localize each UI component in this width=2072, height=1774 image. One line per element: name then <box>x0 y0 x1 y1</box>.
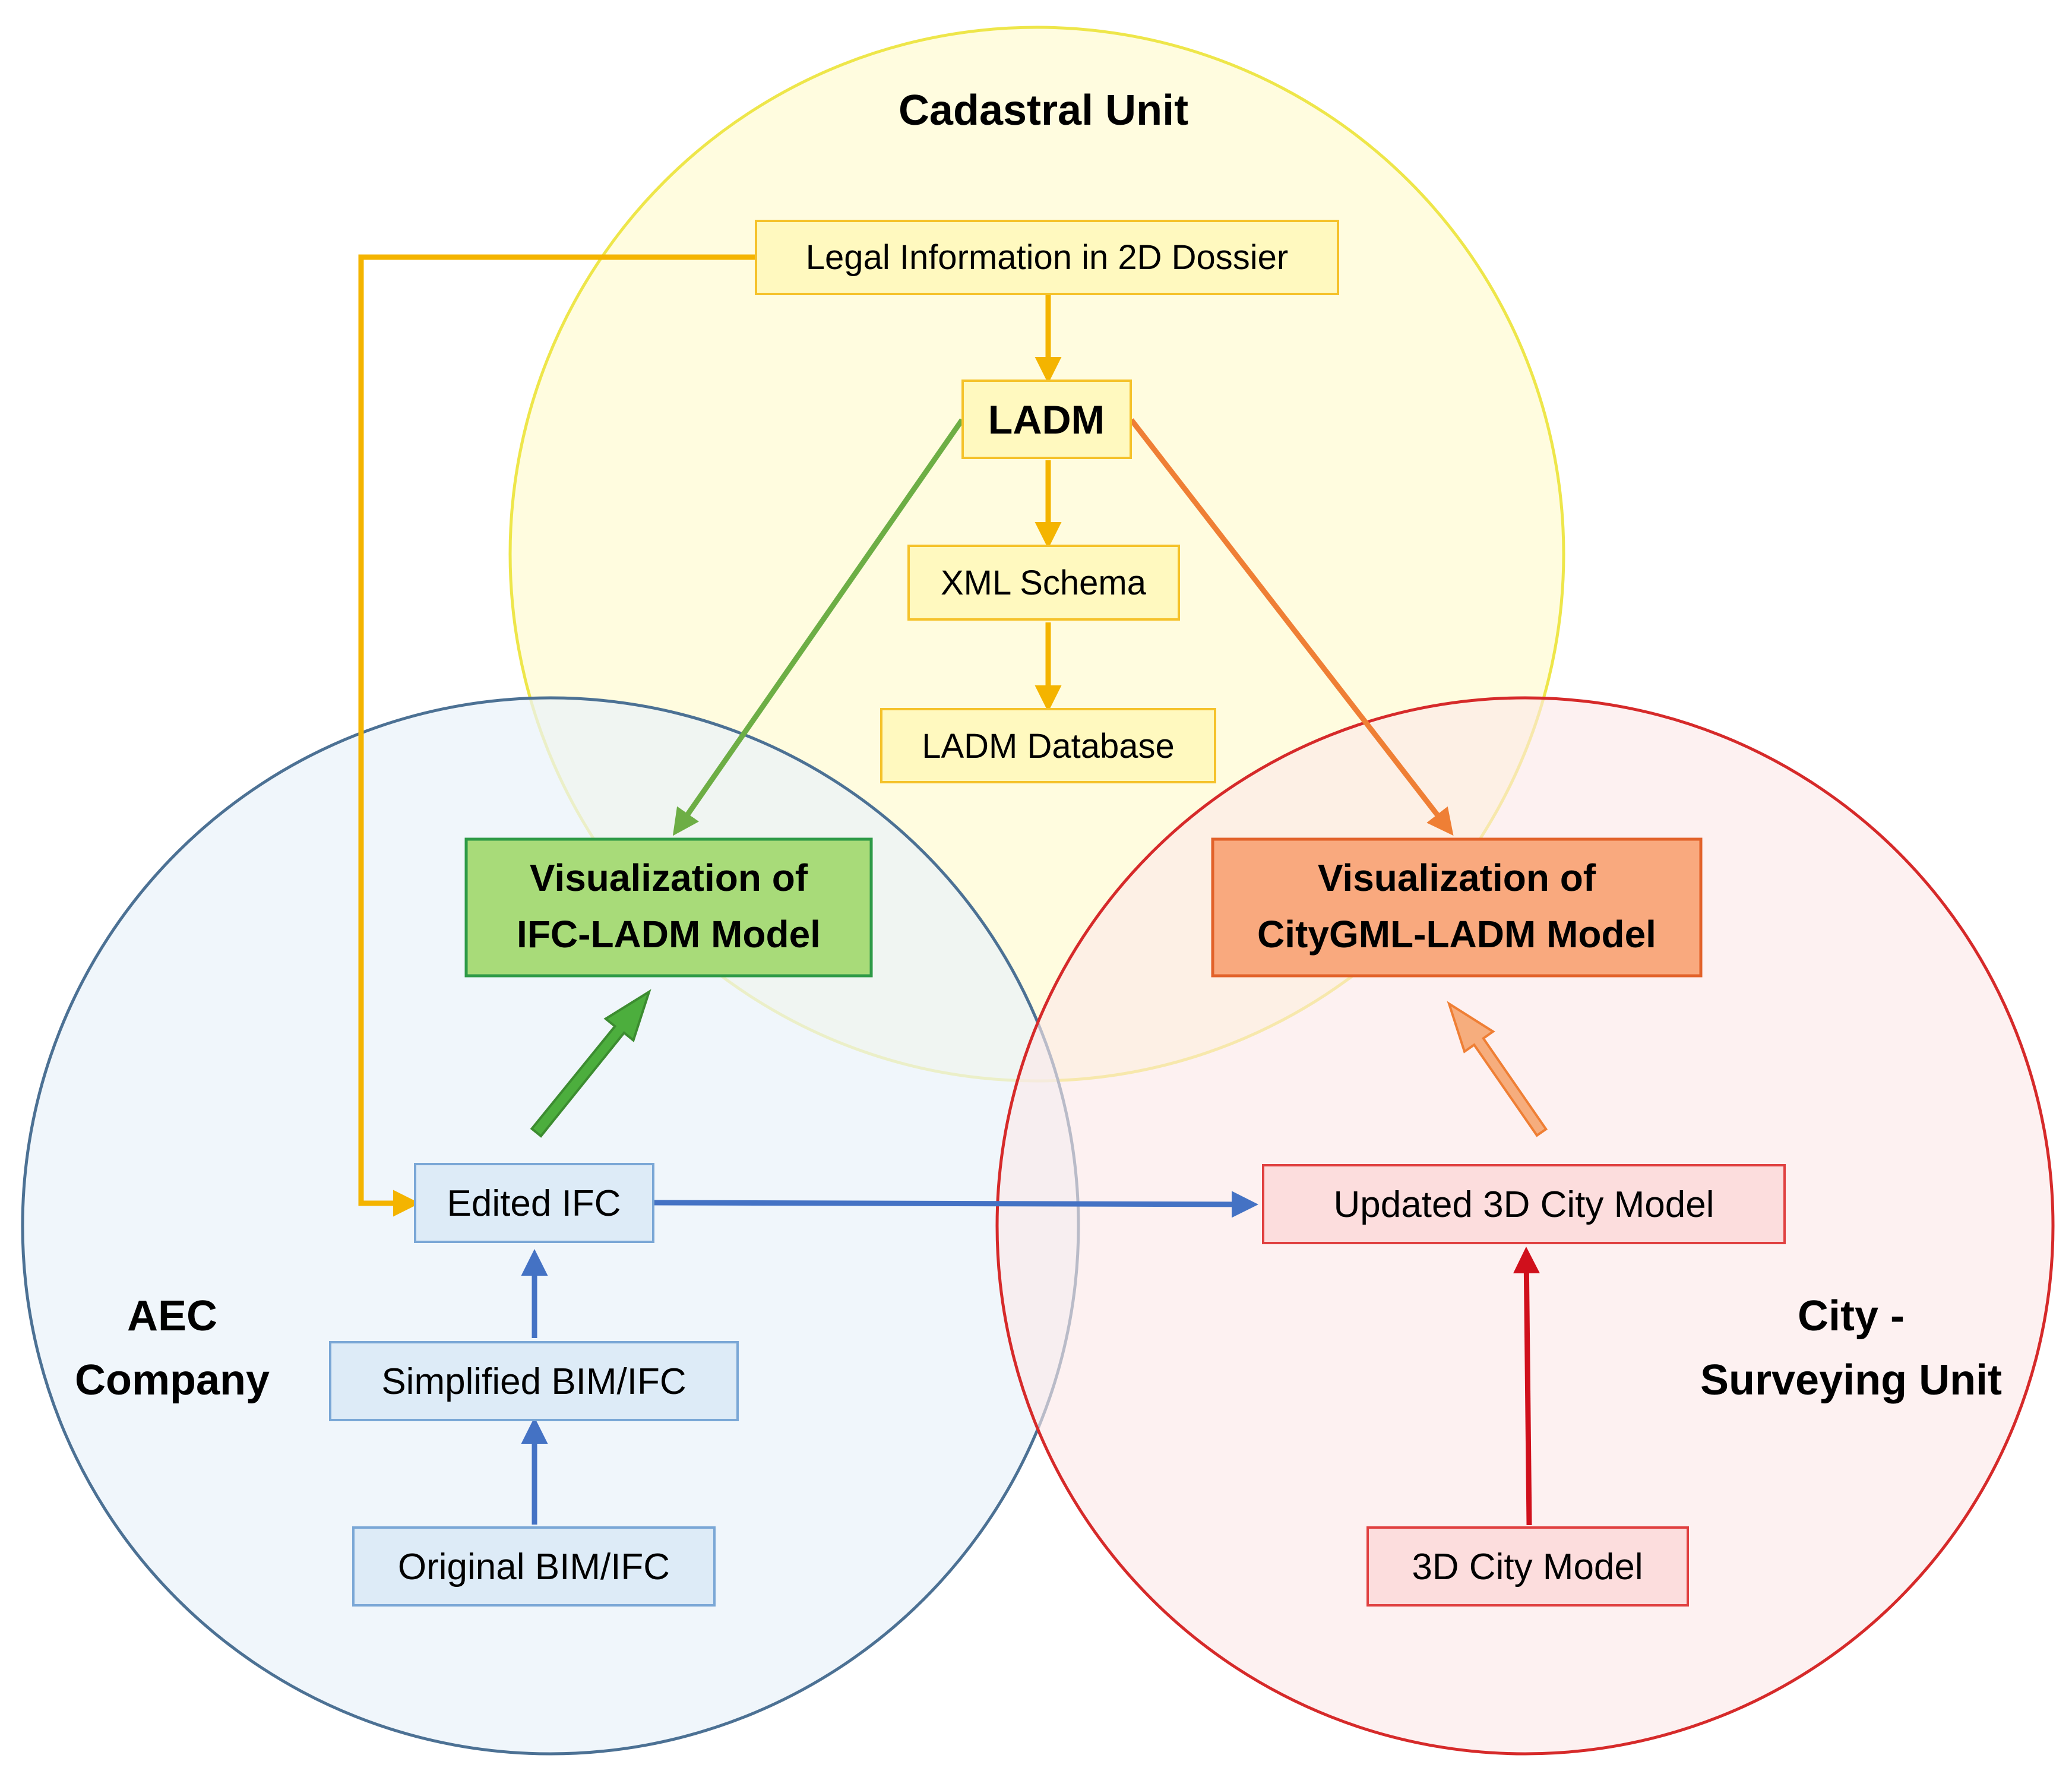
original-bim-text: Original BIM/IFC <box>398 1547 670 1588</box>
vis-ifc-ladm-text-line1: Visualization of <box>530 856 808 899</box>
city-model-text: 3D City Model <box>1412 1547 1643 1588</box>
city-boxes: Updated 3D City Model 3D City Model <box>1262 1164 1786 1607</box>
cadastral-unit-label: Cadastral Unit <box>899 87 1188 134</box>
ladm-text: LADM <box>988 397 1105 442</box>
vis-citygml-ladm-text-line1: Visualization of <box>1318 856 1596 899</box>
ladm-database-text: LADM Database <box>922 727 1175 766</box>
aec-boxes: Edited IFC Simplified BIM/IFC Original B… <box>329 1163 739 1607</box>
aec-company-label-line2: Company <box>75 1356 270 1404</box>
edited-ifc-to-vis-ifc-block-arrow <box>530 989 651 1138</box>
ladm-box <box>961 380 1132 459</box>
city-model-to-updated-arrow <box>1513 1247 1540 1526</box>
vis-citygml-ladm-text-line2: CityGML-LADM Model <box>1257 913 1656 956</box>
simplified-bim-box <box>329 1341 739 1421</box>
city-label-line1: City - <box>1798 1292 1905 1340</box>
edited-ifc-text: Edited IFC <box>447 1183 621 1224</box>
city-model-box <box>1366 1526 1689 1607</box>
legal-information-text: Legal Information in 2D Dossier <box>806 238 1288 277</box>
original-bim-box <box>352 1526 716 1607</box>
updated-city-model-text: Updated 3D City Model <box>1334 1184 1714 1225</box>
simplified-bim-text: Simplified BIM/IFC <box>381 1361 686 1402</box>
city-label-line2: Surveying Unit <box>1700 1356 2002 1404</box>
updated-city-to-vis-city-block-arrow <box>1447 1001 1548 1137</box>
legal-to-edited-ifc-arrow <box>358 254 756 1217</box>
ladm-database-box <box>880 708 1216 783</box>
ladm-to-vis-city-arrow <box>1129 418 1454 836</box>
cadastral-boxes: Legal Information in 2D Dossier LADM XML… <box>755 220 1339 783</box>
connectors <box>358 254 1540 1526</box>
vis-ifc-ladm-text-line2: IFC-LADM Model <box>517 913 821 956</box>
ladm-to-vis-ifc-arrow <box>672 418 964 836</box>
xml-schema-text: XML Schema <box>941 564 1147 602</box>
edited-ifc-to-updated-city-arrow <box>654 1191 1258 1218</box>
vis-ifc-ladm-box <box>464 837 873 978</box>
edited-ifc-box <box>414 1163 654 1243</box>
updated-city-model-box <box>1262 1164 1786 1244</box>
legal-information-box <box>755 220 1339 295</box>
xml-schema-box <box>907 545 1180 621</box>
visualization-boxes: Visualization of IFC-LADM Model Visualiz… <box>464 837 1703 978</box>
vis-citygml-ladm-box <box>1211 837 1703 978</box>
aec-company-label-line1: AEC <box>127 1292 217 1340</box>
